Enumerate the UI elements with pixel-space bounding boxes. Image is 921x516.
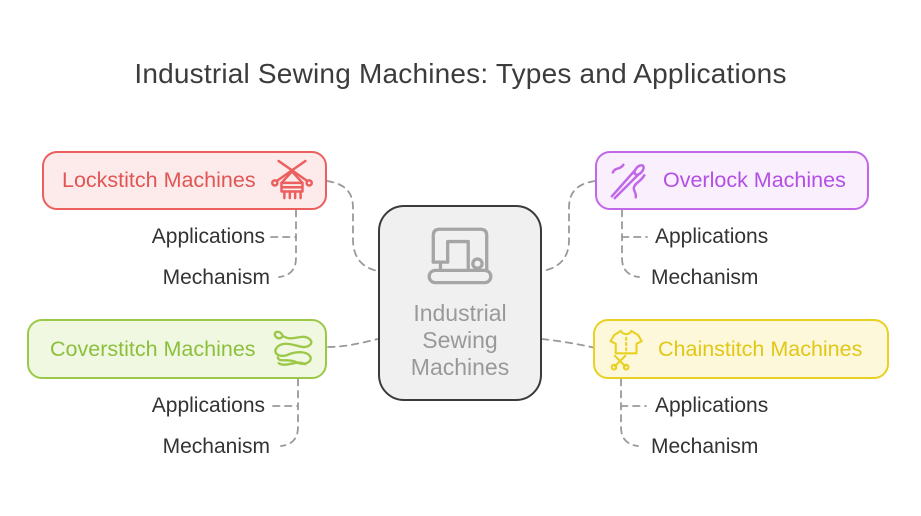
node-label: Coverstitch Machines [50,336,256,361]
sub-label-lockstitch-applications: Applications [151,225,265,248]
node-chainstitch-machines: Chainstitch Machines [593,319,889,379]
sub-label-lockstitch-mechanism: Mechanism [162,266,270,289]
weaving-loom-icon [271,158,313,204]
sewing-machine-icon [423,226,497,290]
edge-chainstitch-children [620,378,639,447]
sub-label-chainstitch-mechanism: Mechanism [651,435,759,458]
node-lockstitch-machines: Lockstitch Machines [42,151,327,210]
node-label: Chainstitch Machines [658,336,863,361]
edge-lockstitch-center [326,180,379,272]
edge-overlock-center [541,180,596,272]
needle-thread-icon [607,160,653,202]
node-coverstitch-machines: Coverstitch Machines [27,319,327,379]
center-node-label: Industrial Sewing Machines [410,299,510,380]
sub-label-overlock-mechanism: Mechanism [651,266,759,289]
sub-label-chainstitch-applications: Applications [655,394,769,417]
shirt-scissors-icon [608,327,646,371]
sub-label-coverstitch-mechanism: Mechanism [162,435,270,458]
node-label: Overlock Machines [663,168,846,192]
edge-coverstitch-children [280,378,299,447]
node-industrial-sewing-machines: Industrial Sewing Machines [378,205,542,401]
sub-label-overlock-applications: Applications [655,225,769,248]
edge-overlock-children [621,209,640,278]
edge-lockstitch-children [278,209,297,278]
edge-chainstitch-center [541,338,597,349]
tangled-thread-icon [270,327,315,372]
diagram-title: Industrial Sewing Machines: Types and Ap… [134,58,787,89]
node-label: Lockstitch Machines [62,168,256,192]
sub-label-coverstitch-applications: Applications [151,394,265,417]
node-overlock-machines: Overlock Machines [595,151,869,210]
edge-coverstitch-center [327,338,379,348]
